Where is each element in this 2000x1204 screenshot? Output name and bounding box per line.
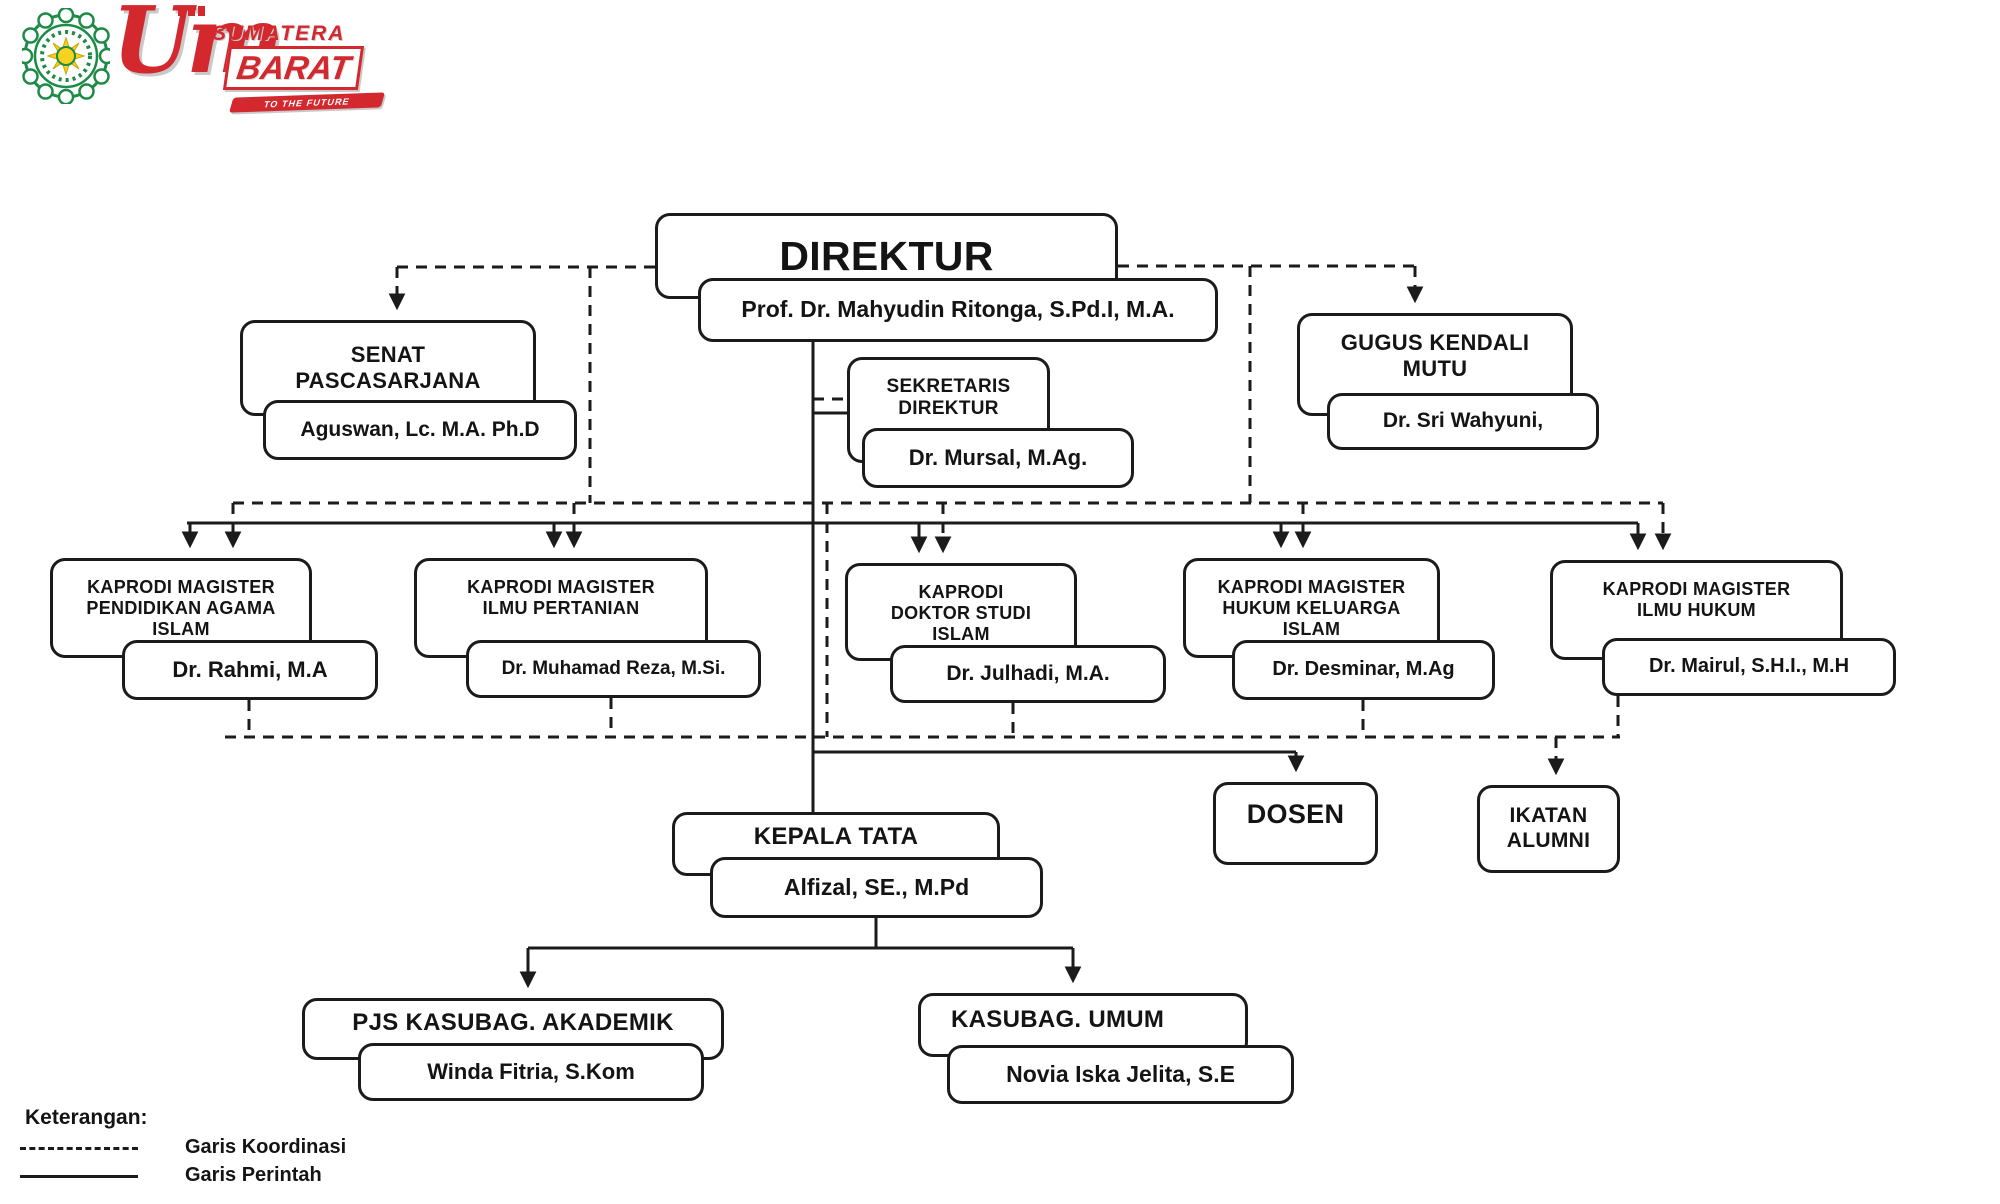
legend-command-label: Garis Perintah [185, 1164, 322, 1186]
node-gugus-name: Dr. Sri Wahyuni, [1327, 393, 1599, 450]
node-kaprodi-pertanian-name: Dr. Muhamad Reza, M.Si. [466, 640, 761, 698]
um-logo-region-top: SUMATERA [212, 22, 346, 45]
um-logo-crown-icon [178, 6, 205, 16]
node-kasubag-akademik-name: Winda Fitria, S.Kom [358, 1043, 704, 1101]
legend-heading: Keterangan: [25, 1106, 148, 1129]
um-logo-region-main: BARAT [222, 46, 365, 90]
node-dosen: DOSEN [1213, 782, 1378, 865]
node-kasubag-umum-name: Novia Iska Jelita, S.E [947, 1045, 1294, 1104]
node-kepala-tata-name: Alfizal, SE., M.Pd [710, 857, 1043, 918]
node-kaprodi-pai-name: Dr. Rahmi, M.A [122, 640, 378, 700]
node-kaprodi-doktor-name: Dr. Julhadi, M.A. [890, 645, 1166, 703]
node-sekretaris-name: Dr. Mursal, M.Ag. [862, 428, 1134, 488]
um-logo-tagline-banner: TO THE FUTURE [229, 92, 385, 113]
node-kaprodi-hukum-name: Dr. Mairul, S.H.I., M.H [1602, 638, 1896, 696]
muhammadiyah-logo-icon [22, 8, 110, 104]
node-kaprodi-doktor-title: KAPRODI DOKTOR STUDI ISLAM [845, 563, 1077, 661]
legend-dashed-line-sample [20, 1147, 138, 1150]
legend-coordination-label: Garis Koordinasi [185, 1136, 347, 1158]
node-direktur-name: Prof. Dr. Mahyudin Ritonga, S.Pd.I, M.A. [698, 278, 1218, 342]
node-ikatan-alumni: IKATAN ALUMNI [1477, 785, 1620, 873]
node-senat-name: Aguswan, Lc. M.A. Ph.D [263, 400, 577, 460]
node-kaprodi-hki-name: Dr. Desminar, M.Ag [1232, 640, 1495, 700]
legend-solid-line-sample [20, 1175, 138, 1178]
header-logos: Um SUMATERA BARAT TO THE FUTURE [0, 0, 420, 130]
